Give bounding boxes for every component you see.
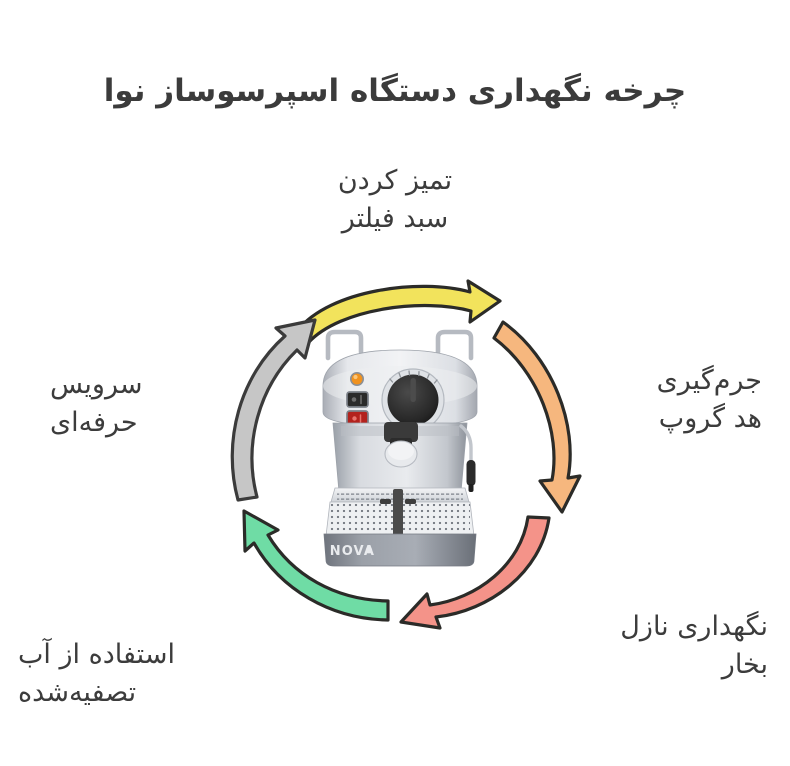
brand-logo: NOVA [330,544,375,559]
drip-tray [325,487,475,537]
cycle-label-steam-nozzle-maintenance: نگهداری نازل بخار [620,611,768,681]
cycle-label-professional-service: سرویس حرفه‌ای [50,369,143,439]
rotary-dial[interactable] [381,368,445,432]
cycle-label-clean-filter-basket: تمیز کردن سبد فیلتر [337,165,453,235]
cup-rail-handles [325,329,474,361]
steam-wand [459,424,476,492]
cycle-label-descale-group-head: جرم‌گیری هد گروپ [656,365,762,435]
power-switch[interactable] [346,391,369,408]
page-title: چرخه نگهداری دستگاه اسپرسوساز نوا [103,73,687,109]
indicator-light [349,371,364,386]
brand-name: NOVA [330,544,375,559]
espresso-machine-image: NOVA [322,329,478,567]
cycle-label-use-filtered-water: استفاده از آب تصفیه‌شده [18,639,175,709]
group-head-portafilter [384,422,418,468]
machine-base: NOVA [323,533,477,567]
